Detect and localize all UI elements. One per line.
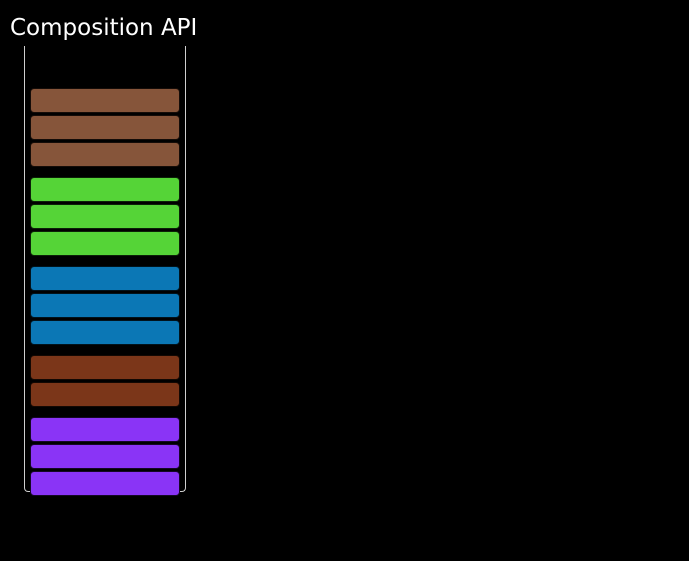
block-blue-3 <box>30 320 180 345</box>
block-rust-1 <box>30 355 180 380</box>
block-green-2 <box>30 204 180 229</box>
chart-title: Composition API <box>10 15 198 41</box>
block-brown-1 <box>30 88 180 113</box>
block-purple-2 <box>30 444 180 469</box>
block-green-1 <box>30 177 180 202</box>
block-purple-1 <box>30 417 180 442</box>
block-brown-3 <box>30 142 180 167</box>
block-purple-3 <box>30 471 180 496</box>
block-rust-2 <box>30 382 180 407</box>
block-brown-2 <box>30 115 180 140</box>
block-blue-1 <box>30 266 180 291</box>
block-green-3 <box>30 231 180 256</box>
composition-panel <box>24 46 186 496</box>
block-blue-2 <box>30 293 180 318</box>
